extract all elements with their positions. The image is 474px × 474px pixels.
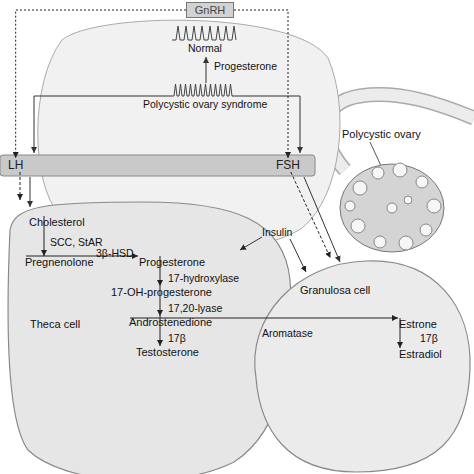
follicle-cyst bbox=[427, 199, 441, 213]
fallopian-tube-fill bbox=[326, 95, 474, 170]
follicle-cyst bbox=[399, 236, 413, 250]
pathway-arrow bbox=[20, 172, 21, 200]
follicle-cyst bbox=[404, 196, 412, 204]
granulosa-cell: Granulosa cellEstroneEstradiol bbox=[236, 258, 472, 472]
feedback-arrow bbox=[206, 57, 207, 83]
node-text: Testosterone bbox=[136, 346, 199, 359]
pathway-arrow bbox=[160, 316, 161, 346]
pathway-arrow bbox=[130, 318, 398, 319]
annotation: Progesterone bbox=[214, 60, 277, 73]
hormone-line bbox=[304, 177, 340, 262]
pathway-arrow bbox=[44, 216, 45, 256]
node-text: Theca cell bbox=[30, 318, 80, 331]
follicle-cyst bbox=[374, 236, 386, 248]
theca-cell-shape bbox=[8, 202, 291, 474]
enzyme-label: SCC, StAR bbox=[50, 236, 103, 249]
follicle-cyst bbox=[387, 203, 397, 213]
follicle-cyst bbox=[393, 163, 407, 177]
follicle-cyst bbox=[372, 167, 384, 179]
gonadotropin-band bbox=[0, 155, 315, 176]
fallopian-tube bbox=[326, 95, 474, 170]
pathway-arrow bbox=[160, 286, 161, 316]
node-outline bbox=[330, 128, 460, 268]
enzyme-label: 17β bbox=[420, 332, 438, 345]
enzyme-label: 17,20-lyase bbox=[168, 302, 222, 315]
enzyme-label: 17-hydroxylase bbox=[168, 272, 239, 285]
annotation: Normal bbox=[188, 42, 222, 55]
node-text: Cholesterol bbox=[29, 216, 85, 229]
hormone-line bbox=[30, 177, 31, 207]
node-text: Granulosa cell bbox=[300, 284, 370, 297]
insulin-arrow bbox=[240, 237, 262, 250]
pathway-arrow bbox=[234, 10, 288, 158]
theca-cell: Theca cell CholesterolPregnenolone Progest… bbox=[4, 200, 294, 474]
annotation: Insulin bbox=[262, 226, 292, 239]
pcos-pulse-wave bbox=[172, 84, 232, 96]
follicle-cyst bbox=[416, 176, 428, 188]
node-text: LH bbox=[8, 158, 23, 172]
hormone-node: LH bbox=[6, 158, 25, 172]
pathway-arrow bbox=[400, 318, 401, 348]
node-text: GnRH bbox=[187, 3, 233, 17]
node-text: FSH bbox=[276, 158, 300, 172]
enzyme-label: Aromatase bbox=[262, 327, 313, 340]
insulin-arrow bbox=[290, 239, 306, 272]
node-text: Pregnenolone bbox=[25, 256, 94, 269]
node-text: Androstenedione bbox=[129, 316, 212, 329]
node-text: 17-OH-progesterone bbox=[111, 286, 212, 299]
follicle-cyst bbox=[353, 181, 367, 195]
follicle-cyst bbox=[420, 224, 432, 236]
node-outline bbox=[4, 200, 294, 474]
ovary-node: Polycystic ovary bbox=[330, 128, 460, 268]
ovary-shape bbox=[340, 164, 444, 252]
leader-line bbox=[370, 142, 382, 168]
follicle-cyst bbox=[351, 219, 365, 233]
annotation: Polycystic ovary syndrome bbox=[143, 98, 267, 111]
granulosa-cell-shape bbox=[255, 261, 470, 472]
pathway-arrow bbox=[160, 256, 161, 286]
follicle-cyst bbox=[345, 201, 355, 211]
enzyme-label: 3β-HSD bbox=[96, 247, 134, 260]
node-text: Polycystic ovary bbox=[342, 128, 421, 141]
enzyme-label: 17β bbox=[168, 332, 186, 345]
node-text: Estrone bbox=[399, 318, 437, 331]
node-text: Progesterone bbox=[139, 256, 205, 269]
pathway-arrow bbox=[16, 10, 186, 158]
pathway-arrow bbox=[291, 172, 331, 258]
hormone-node: FSH bbox=[274, 158, 302, 172]
normal-pulse-wave bbox=[172, 26, 236, 40]
node-text: Estradiol bbox=[399, 348, 442, 361]
gnrh-box: GnRH bbox=[186, 2, 234, 18]
